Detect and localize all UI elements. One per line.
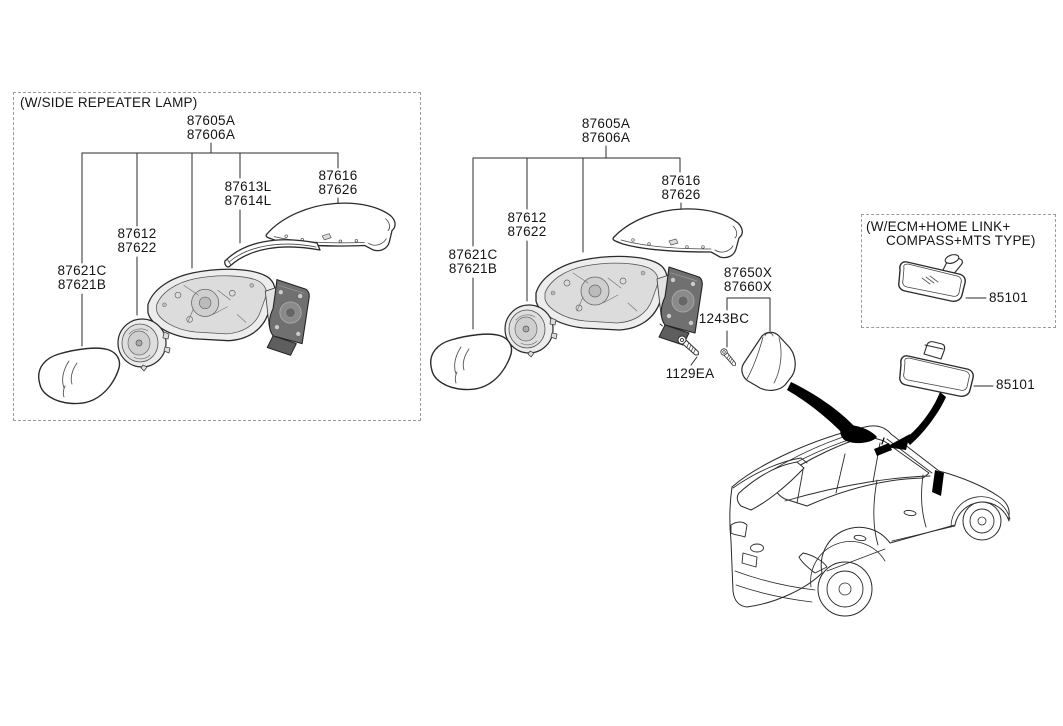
part-label-mirror-glass-center: 87621C 87621B (448, 247, 498, 276)
left-panel-title: (W/SIDE REPEATER LAMP) (20, 95, 198, 110)
part-label-ecm-mirror: 85101 (989, 290, 1029, 305)
part-label-actuator-left: 87612 87622 (117, 226, 157, 255)
ecm-homelink-panel (861, 214, 1056, 328)
mirror-glass-drawing-center (429, 333, 513, 391)
part-label-mirror-assembly-center: 87605A 87606A (581, 116, 631, 145)
leader-lines-left (81, 142, 339, 347)
part-label-bolt: 1243BC (698, 311, 750, 326)
part-label-actuator-center: 87612 87622 (507, 210, 547, 239)
part-label-mirror-cover-left: 87616 87626 (318, 168, 358, 197)
interior-mirror-drawing (899, 341, 974, 397)
bolt-drawing (719, 347, 739, 368)
right-panel-title-line1: (W/ECM+HOME LINK+ (866, 219, 1011, 234)
part-label-interior-mirror: 85101 (996, 377, 1036, 392)
part-label-repeater-strip: 87613L 87614L (224, 179, 272, 208)
mirror-assembly-drawing-center (535, 255, 704, 346)
part-label-mirror-glass-left: 87621C 87621B (57, 263, 107, 292)
ecm-mirror-drawing (898, 254, 966, 302)
repeater-strip-drawing (224, 239, 321, 268)
vehicle-drawing (729, 425, 1011, 617)
right-panel-title-line2: COMPASS+MTS TYPE) (886, 233, 1036, 248)
puddle-lamp-drawing (741, 331, 796, 391)
part-label-mirror-cover-center: 87616 87626 (661, 173, 701, 202)
arrow-to-vehicle-right (886, 392, 946, 450)
windshield-mirror-mark (874, 437, 892, 456)
side-repeater-lamp-panel (13, 92, 421, 421)
mirror-cover-drawing-center (612, 208, 743, 259)
arrow-to-vehicle-left (787, 382, 877, 444)
part-label-mirror-assembly-left: 87605A 87606A (186, 113, 236, 142)
screw-drawing (675, 333, 702, 359)
part-label-screw: 1129EA (665, 366, 715, 381)
part-label-puddle-lamp: 87650X 87660X (723, 265, 773, 294)
leader-lines-right (965, 297, 994, 387)
